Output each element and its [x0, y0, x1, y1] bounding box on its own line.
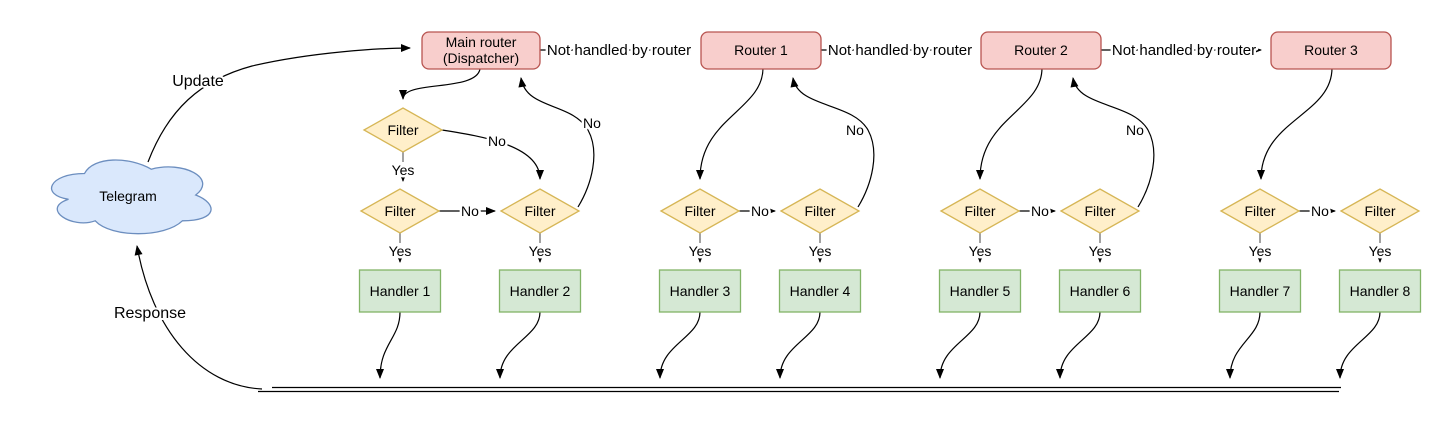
handler-8-label: Handler 8 — [1350, 283, 1411, 299]
edge-handler-5-to-bus — [936, 311, 981, 379]
router-1-label: Router 1 — [734, 42, 788, 58]
filter-2-diamond — [499, 188, 581, 234]
filter-6-diamond — [1059, 188, 1141, 234]
not-handled-label-1: Not handled by router — [547, 42, 691, 59]
filter-4-diamond — [779, 188, 861, 234]
handler-5-label: Handler 5 — [950, 283, 1011, 299]
filter-pair-no-label-4: No — [1311, 203, 1329, 219]
router-3-box — [1270, 31, 1392, 70]
static-edges — [134, 44, 1341, 393]
telegram-cloud — [50, 159, 212, 235]
filter-7-label: Filter — [1244, 203, 1275, 219]
filter-5-yes-label: Yes — [969, 243, 992, 259]
edge-response — [134, 245, 263, 390]
filter-0-no-label: No — [488, 133, 506, 149]
generated-nodes — [358, 188, 1422, 313]
router-2-box — [980, 31, 1102, 70]
static-nodes — [50, 31, 1392, 235]
update-label: Update — [172, 73, 224, 90]
handler-4-box — [778, 269, 862, 313]
static-labels: Telegram Main router (Dispatcher) Router… — [99, 34, 1358, 324]
router-main-label: Main router — [446, 34, 517, 50]
edge-router2-down — [976, 67, 1043, 180]
filter-8-diamond — [1339, 188, 1421, 234]
filter-3-yes-label: Yes — [689, 243, 712, 259]
router-1-box — [700, 31, 822, 70]
filter-pair-no-label-1: No — [461, 203, 479, 219]
not-handled-label-3: Not handled by router — [1112, 42, 1256, 59]
generated-edges — [376, 207, 1384, 379]
router-2-label: Router 2 — [1014, 42, 1068, 58]
main-return-no-label: No — [583, 115, 601, 131]
handler-3-box — [658, 269, 742, 313]
edge-handler-3-to-bus — [656, 311, 701, 379]
filter-0-diamond — [362, 107, 444, 153]
edge-handler-4-to-bus — [776, 311, 821, 379]
edge-handler-6-to-bus — [1056, 311, 1101, 379]
filter-1-label: Filter — [384, 203, 415, 219]
router-main-sublabel: (Dispatcher) — [443, 50, 519, 66]
router-3-label: Router 3 — [1304, 42, 1358, 58]
filter-5-diamond — [939, 188, 1021, 234]
handler-1-label: Handler 1 — [370, 283, 431, 299]
edge-update — [147, 44, 411, 163]
edge-router1-return-no — [790, 77, 875, 208]
edge-handler-7-to-bus — [1226, 311, 1261, 379]
filter-1-yes-label: Yes — [389, 243, 412, 259]
filter-3-label: Filter — [684, 203, 715, 219]
filter-6-yes-label: Yes — [1089, 243, 1112, 259]
filter-0-label: Filter — [387, 122, 418, 138]
edge-router2-return-no — [1070, 77, 1155, 208]
filter-1-diamond — [359, 188, 441, 234]
response-label: Response — [114, 305, 186, 322]
filter-7-diamond — [1219, 188, 1301, 234]
handler-2-box — [498, 269, 582, 313]
filter-2-label: Filter — [524, 203, 555, 219]
edge-router1-down — [696, 67, 764, 180]
router-main-box — [421, 31, 541, 70]
handler-7-label: Handler 7 — [1230, 283, 1291, 299]
filter-8-yes-label: Yes — [1369, 243, 1392, 259]
filter-7-yes-label: Yes — [1249, 243, 1272, 259]
filter-8-label: Filter — [1364, 203, 1395, 219]
handler-6-label: Handler 6 — [1070, 283, 1131, 299]
edge-main-return-no — [518, 77, 595, 208]
edge-handler-1-to-bus — [376, 311, 401, 379]
filter-5-label: Filter — [964, 203, 995, 219]
not-handled-label-2: Not handled by router — [828, 42, 972, 59]
filter-pair-no-label-2: No — [751, 203, 769, 219]
edge-router3-down — [1257, 67, 1333, 180]
edge-handler-8-to-bus — [1336, 311, 1381, 379]
handler-7-box — [1218, 269, 1302, 313]
handler-8-box — [1338, 269, 1422, 313]
filter-pair-no-label-3: No — [1031, 203, 1049, 219]
handler-4-label: Handler 4 — [790, 283, 851, 299]
handler-5-box — [938, 269, 1022, 313]
filter-0-yes-label: Yes — [392, 162, 415, 178]
handler-3-label: Handler 3 — [670, 283, 731, 299]
router2-return-no-label: No — [1126, 122, 1144, 138]
filter-4-yes-label: Yes — [809, 243, 832, 259]
filter-2-yes-label: Yes — [529, 243, 552, 259]
filter-3-diamond — [659, 188, 741, 234]
edge-main-to-filter0 — [399, 68, 481, 100]
router1-return-no-label: No — [846, 122, 864, 138]
edge-filter0-no — [441, 129, 544, 180]
filter-6-label: Filter — [1084, 203, 1115, 219]
edge-handler-2-to-bus — [496, 311, 541, 379]
handler-6-box — [1058, 269, 1142, 313]
handler-2-label: Handler 2 — [510, 283, 571, 299]
handler-1-box — [358, 269, 442, 313]
filter-4-label: Filter — [804, 203, 835, 219]
cloud-label: Telegram — [99, 188, 157, 204]
